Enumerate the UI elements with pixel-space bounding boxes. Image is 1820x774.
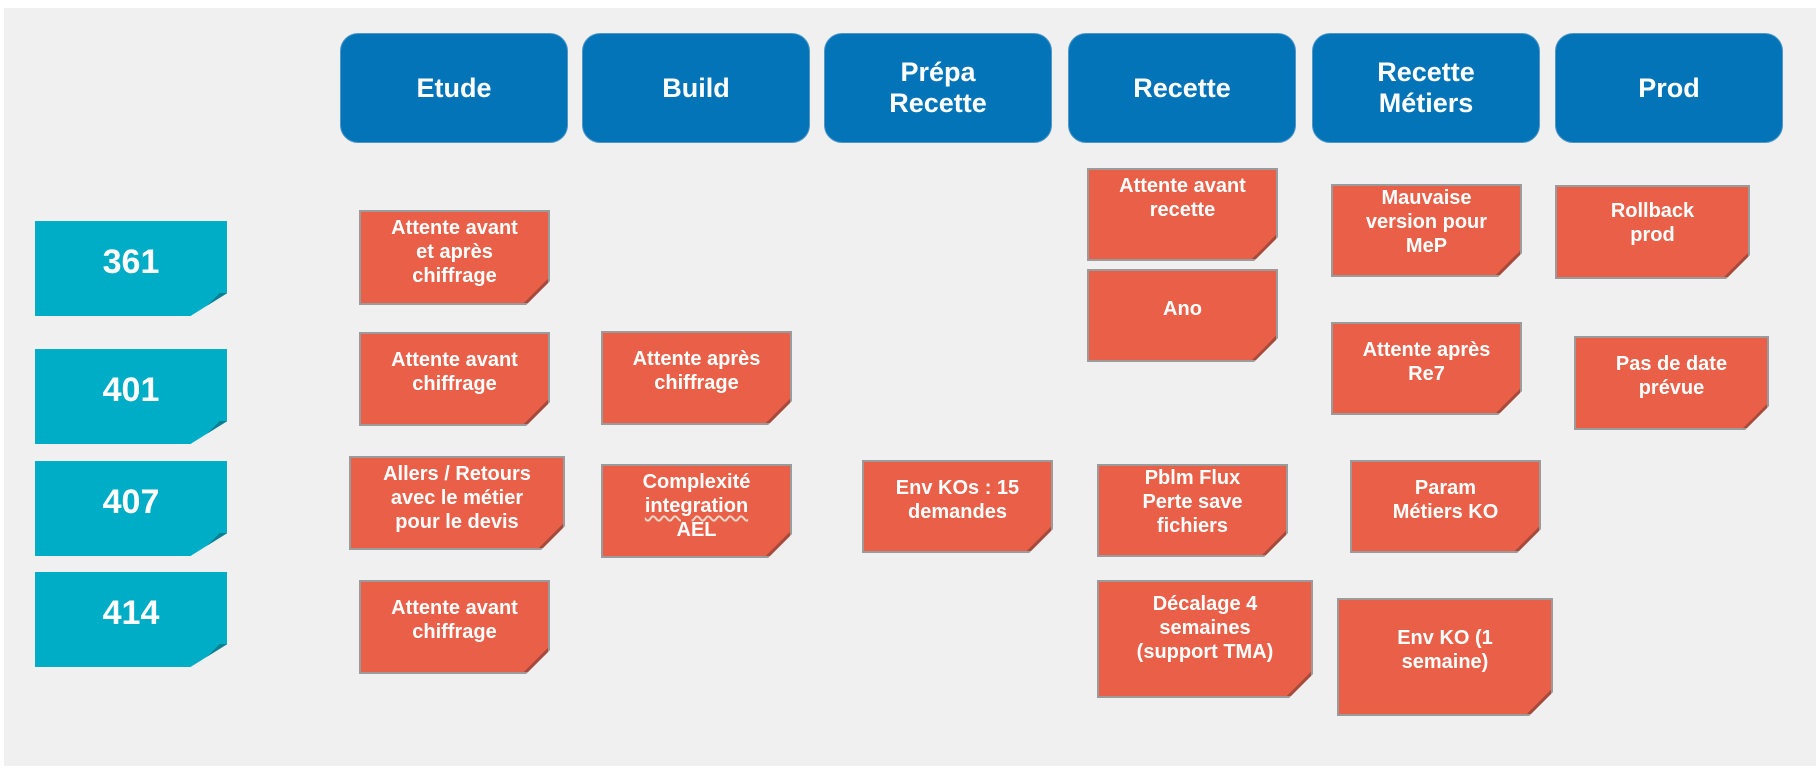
phase-header-prepa-recette: Prépa Recette (824, 33, 1052, 143)
note-metiers-414: Env KO (1 semaine) (1337, 598, 1553, 716)
note-prod-401: Pas de date prévue (1574, 336, 1769, 430)
note-recette-414: Décalage 4 semaines (support TMA) (1097, 580, 1313, 698)
phase-header-recette: Recette (1068, 33, 1296, 143)
row-label-414: 414 (35, 572, 227, 667)
phase-header-etude: Etude (340, 33, 568, 143)
note-metiers-407: Param Métiers KO (1350, 460, 1541, 553)
note-build-401: Attente après chiffrage (601, 331, 792, 425)
note-build-407: Complexité integration AEL (601, 464, 792, 558)
note-prepa-407: Env KOs : 15 demandes (862, 460, 1053, 553)
note-metiers-401: Attente après Re7 (1331, 322, 1522, 415)
note-line: Complexité (642, 471, 751, 493)
phase-header-prod: Prod (1555, 33, 1783, 143)
note-recette-407: Pblm Flux Perte save fichiers (1097, 464, 1288, 557)
row-label-407: 407 (35, 461, 227, 556)
row-label-361: 361 (35, 221, 227, 316)
note-recette-361-attente: Attente avant recette (1087, 168, 1278, 261)
note-prod-361: Rollback prod (1555, 185, 1750, 279)
note-line-spellcheck: integration (644, 495, 749, 517)
note-metiers-361: Mauvaise version pour MeP (1331, 184, 1522, 277)
note-line: AEL (676, 519, 717, 541)
note-etude-401: Attente avant chiffrage (359, 332, 550, 426)
note-etude-414: Attente avant chiffrage (359, 580, 550, 674)
phase-header-build: Build (582, 33, 810, 143)
note-etude-361: Attente avant et après chiffrage (359, 210, 550, 305)
phase-header-recette-metiers: Recette Métiers (1312, 33, 1540, 143)
note-recette-361-ano: Ano (1087, 269, 1278, 362)
note-etude-407: Allers / Retours avec le métier pour le … (349, 456, 565, 550)
row-label-401: 401 (35, 349, 227, 444)
